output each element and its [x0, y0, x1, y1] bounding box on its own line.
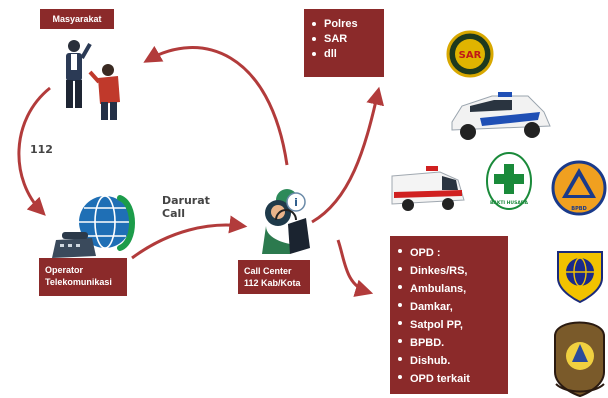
- agency-item: SAR: [310, 32, 378, 47]
- arrow-masyarakat-to-operator: [17, 86, 51, 216]
- arrow-callcenter-to-polres: [311, 86, 385, 224]
- operator-line-1: Operator: [45, 265, 84, 275]
- dishub-logo: [557, 251, 603, 304]
- agencies-top-list: Polres SAR dll: [310, 17, 378, 62]
- call-center-agent-icon: i: [262, 189, 310, 254]
- bakti-husada-logo: BAKTI HUSADA: [486, 152, 532, 210]
- svg-text:SAR: SAR: [459, 50, 482, 61]
- darurat-call-label: Darurat Call: [162, 194, 210, 220]
- agency-item: dll: [310, 47, 378, 62]
- arrow-callcenter-to-opd: [336, 239, 374, 297]
- opd-item: Damkar,: [396, 298, 502, 316]
- masyarakat-label-box: Masyarakat: [40, 9, 114, 29]
- opd-item: Satpol PP,: [396, 316, 502, 334]
- svg-text:BPBD: BPBD: [571, 206, 586, 212]
- bpbd-logo: BPBD: [551, 160, 607, 216]
- opd-item: BPBD.: [396, 334, 502, 352]
- opd-list: OPD : Dinkes/RS, Ambulans, Damkar, Satpo…: [396, 244, 502, 388]
- arrow-callcenter-to-masyarakat: [143, 45, 289, 166]
- bakti-husada-logo-text: BAKTI HUSADA: [490, 200, 529, 206]
- telecom-globe-phone-icon: [52, 195, 135, 258]
- opd-box: OPD : Dinkes/RS, Ambulans, Damkar, Satpo…: [390, 236, 508, 394]
- sar-logo: SAR: [446, 30, 494, 78]
- operator-label-box: Operator Telekomunikasi: [39, 258, 127, 296]
- darurat-call-line-1: Darurat: [162, 194, 210, 207]
- people-conflict-icon: [66, 40, 120, 120]
- call-center-label-box: Call Center 112 Kab/Kota: [238, 260, 310, 294]
- svg-text:i: i: [294, 196, 298, 209]
- masyarakat-label: Masyarakat: [52, 14, 102, 24]
- call-center-line-1: Call Center: [244, 266, 292, 276]
- operator-line-2: Telekomunikasi: [45, 277, 112, 287]
- number-112-label: 112: [30, 143, 53, 156]
- agency-item: Polres: [310, 17, 378, 32]
- opd-item: OPD terkait: [396, 370, 502, 388]
- opd-item: Dishub.: [396, 352, 502, 370]
- opd-item: Dinkes/RS,: [396, 262, 502, 280]
- opd-item: OPD :: [396, 244, 502, 262]
- call-center-line-2: 112 Kab/Kota: [244, 278, 301, 288]
- arrow-operator-to-callcenter: [131, 215, 248, 260]
- regional-government-seal: [554, 321, 605, 398]
- agencies-top-box: Polres SAR dll: [304, 9, 384, 77]
- opd-item: Ambulans,: [396, 280, 502, 298]
- ambulance-icon: [391, 166, 465, 211]
- darurat-call-line-2: Call: [162, 207, 186, 220]
- police-car-icon: [451, 92, 551, 140]
